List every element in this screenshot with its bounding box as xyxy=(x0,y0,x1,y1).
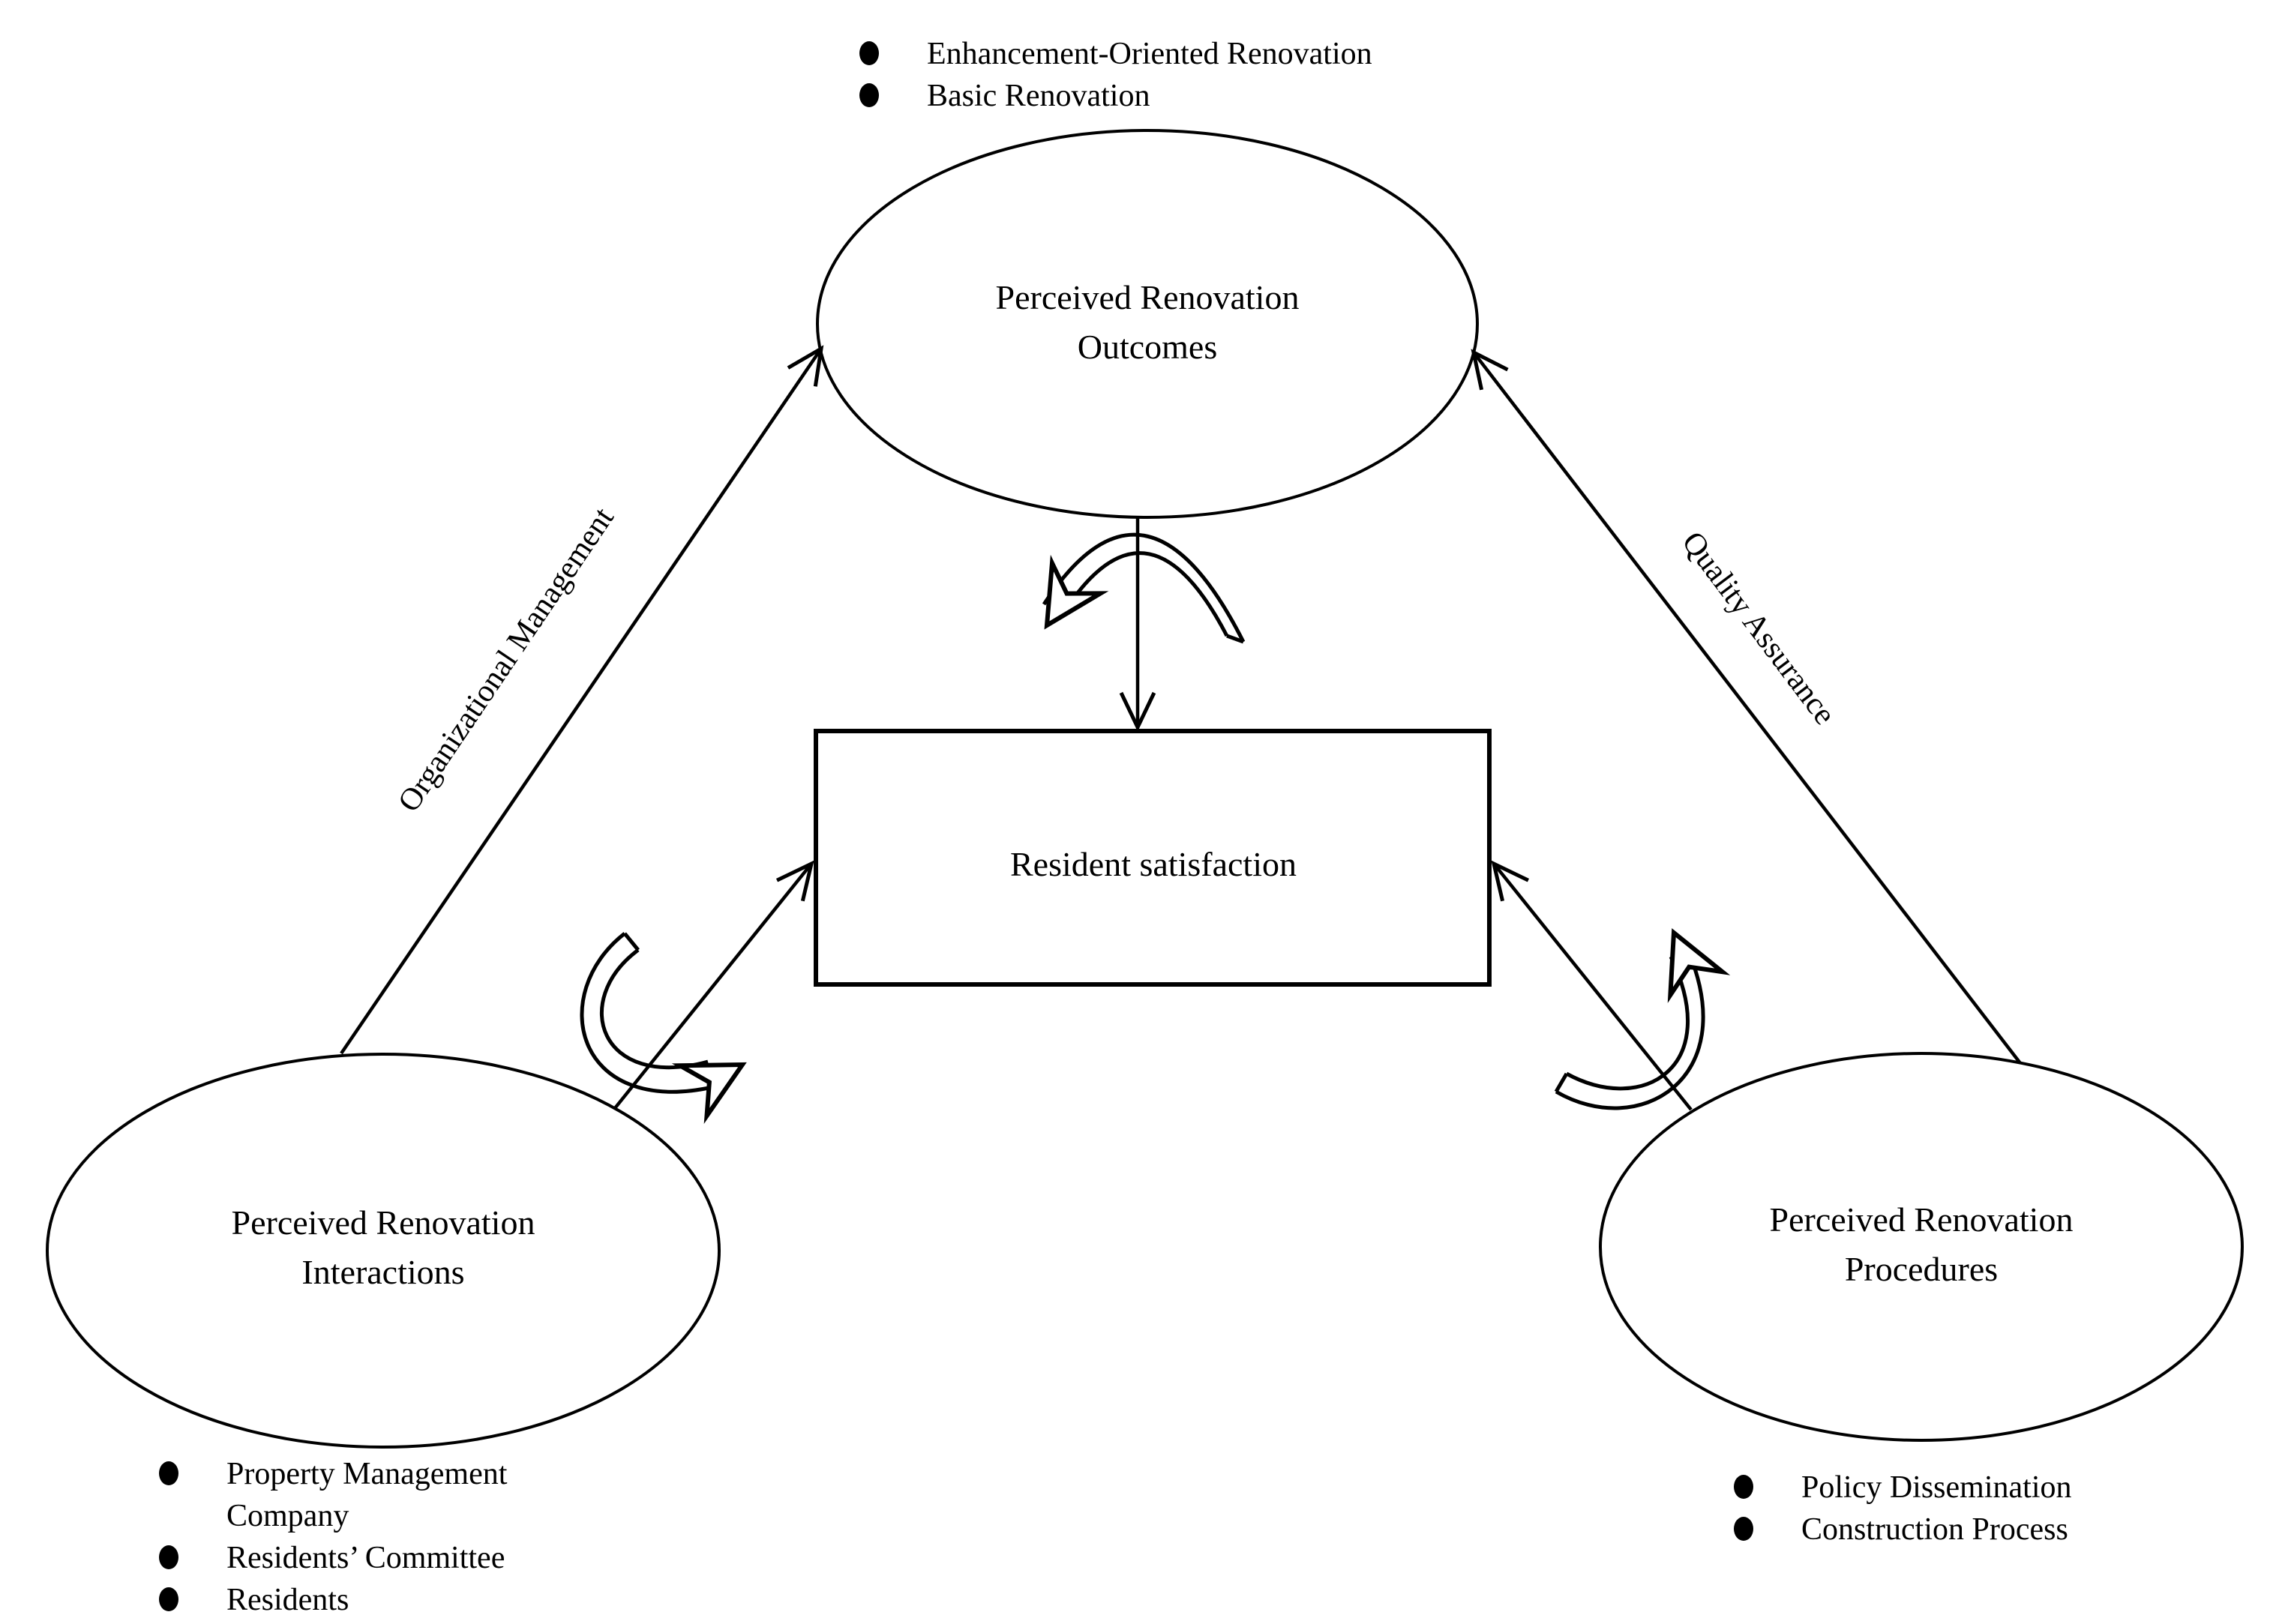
bullet-label: Residents’ Committee xyxy=(226,1541,505,1575)
outcomes-node-shape xyxy=(816,129,1479,519)
list-item: Policy Dissemination xyxy=(1734,1467,2229,1509)
bullet-label: Residents xyxy=(226,1583,349,1617)
bullet-label: Basic Renovation xyxy=(927,79,1150,113)
bullet-label: Enhancement-Oriented Renovation xyxy=(927,37,1372,71)
bullet-label: Policy Dissemination xyxy=(1801,1470,2072,1505)
list-item: Construction Process xyxy=(1734,1509,2229,1551)
interactions-node-label: Perceived Renovation Interactions xyxy=(231,1203,535,1291)
bullet-label: Property Management Company xyxy=(226,1457,508,1533)
bullet-dot-icon xyxy=(159,1587,178,1611)
bullet-dot-icon xyxy=(859,83,879,107)
outcomes-node-label: Perceived Renovation Outcomes xyxy=(995,278,1300,366)
procedures-bullet-list: Policy Dissemination Construction Proces… xyxy=(1734,1467,2229,1551)
list-item: Basic Renovation xyxy=(859,75,1504,117)
moderation-arrow-left xyxy=(580,932,747,1125)
quality-assurance-arrow xyxy=(1471,349,2022,1065)
procedures-node-label: Perceived Renovation Procedures xyxy=(1769,1200,2074,1288)
bullet-dot-icon xyxy=(1734,1475,1753,1499)
list-item: Property Management Company xyxy=(159,1453,549,1537)
interactions-bullet-list: Property Management Company Residents’ C… xyxy=(159,1453,549,1621)
moderation-arrow-center xyxy=(1042,532,1246,644)
outcomes-bullet-list: Enhancement-Oriented Renovation Basic Re… xyxy=(859,33,1504,117)
bullet-dot-icon xyxy=(159,1545,178,1569)
moderation-arrow-right xyxy=(1554,928,1731,1110)
organizational-management-arrow xyxy=(340,345,824,1055)
interactions-to-satisfaction-arrow xyxy=(613,860,814,1110)
satisfaction-node-shape xyxy=(814,729,1492,987)
procedures-node-shape xyxy=(1599,1052,2244,1442)
satisfaction-node-label: Resident satisfaction xyxy=(1010,845,1297,883)
procedures-to-satisfaction-arrow xyxy=(1491,860,1693,1111)
bullet-dot-icon xyxy=(159,1461,178,1485)
bullet-dot-icon xyxy=(859,41,879,65)
bullet-label: Construction Process xyxy=(1801,1512,2068,1547)
list-item: Residents xyxy=(159,1579,549,1621)
list-item: Residents’ Committee xyxy=(159,1537,549,1579)
interactions-node-shape xyxy=(46,1053,721,1449)
list-item: Enhancement-Oriented Renovation xyxy=(859,33,1504,75)
bullet-dot-icon xyxy=(1734,1517,1753,1541)
